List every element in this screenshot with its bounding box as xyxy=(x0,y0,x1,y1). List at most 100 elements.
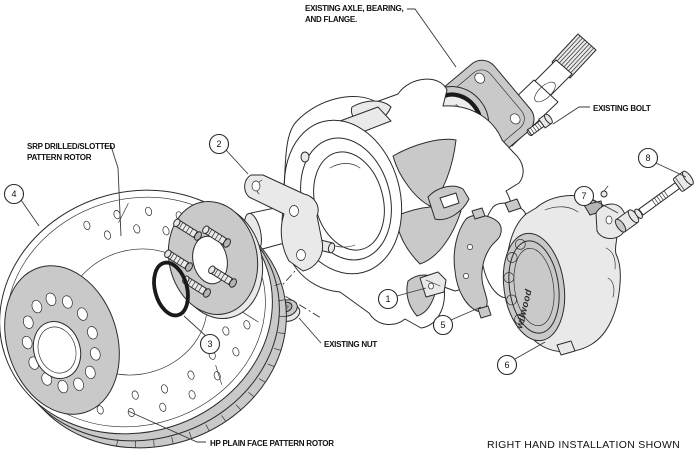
flange-hole xyxy=(474,72,485,84)
spline-line xyxy=(558,39,586,69)
leader-lines xyxy=(20,8,687,443)
balloon-6-number: 6 xyxy=(504,360,509,370)
hat-bolt-hole xyxy=(73,377,84,391)
wheel-stud xyxy=(173,218,203,241)
thread-line xyxy=(217,271,222,278)
thread-line xyxy=(194,283,199,290)
existing-bolt xyxy=(526,113,553,137)
label-right-hand-installation: RIGHT HAND INSTALLATION SHOWN xyxy=(487,439,680,451)
thread-line xyxy=(214,233,219,240)
label-existing-axle-line2: AND FLANGE. xyxy=(305,15,357,24)
balloon-4-number: 4 xyxy=(11,189,16,199)
drill-hole xyxy=(213,371,221,381)
pad-rivet xyxy=(467,244,473,250)
caliper-ear-hole xyxy=(605,215,613,225)
rim-tick xyxy=(188,431,192,439)
hat-bolt-hole xyxy=(77,307,88,321)
thread-line xyxy=(189,228,194,235)
label-hp-rotor: HP PLAIN FACE PATTERN ROTOR xyxy=(210,439,334,448)
caliper-rib xyxy=(605,247,616,270)
drill-hole xyxy=(222,326,230,336)
flange-hole xyxy=(509,113,521,125)
thread-line xyxy=(656,195,662,203)
spline-line xyxy=(562,43,590,73)
bracket-hole xyxy=(251,180,261,192)
leader-balloon-4 xyxy=(20,199,40,227)
caliper-bracket xyxy=(244,174,324,272)
rim-tick xyxy=(153,439,155,448)
hat-bolt-hole xyxy=(89,347,101,361)
bore-inner-line xyxy=(37,326,77,374)
thread-line xyxy=(169,253,175,260)
spline-line xyxy=(556,37,583,67)
journal-end-line xyxy=(534,81,556,103)
rim-tick xyxy=(274,283,282,286)
leader-balloon-3 xyxy=(183,315,208,338)
balloon-2-number: 2 xyxy=(216,139,221,149)
flange-adapter xyxy=(164,201,264,319)
rim-tick xyxy=(134,440,137,449)
lower-clevis xyxy=(419,271,447,298)
brake-pads xyxy=(453,198,528,319)
leader-balloon-5 xyxy=(450,306,482,321)
piston-lobe xyxy=(503,272,515,283)
clevis-line xyxy=(425,279,441,287)
thread-line xyxy=(651,199,657,206)
spline-line xyxy=(553,35,581,65)
thread-line xyxy=(211,231,216,238)
label-existing-bolt: EXISTING BOLT xyxy=(593,104,651,113)
thread-line xyxy=(654,197,659,204)
balloon-5-number: 5 xyxy=(440,320,445,330)
clevis-hole xyxy=(428,282,434,290)
rim-tick xyxy=(235,404,242,411)
hat-bolt-hole xyxy=(22,315,34,329)
drill-hole xyxy=(161,384,168,394)
bracket-hole xyxy=(289,205,299,217)
pad-tab xyxy=(504,198,522,213)
leader-nut-label xyxy=(298,317,322,344)
stud-end xyxy=(164,249,172,258)
rotor-slot xyxy=(215,365,223,385)
thread-line xyxy=(182,224,187,231)
mounting-bolt xyxy=(634,170,694,219)
label-existing-nut: EXISTING NUT xyxy=(324,340,377,349)
rim-tick xyxy=(248,392,255,398)
rim-tick xyxy=(277,299,286,302)
label-srp-rotor-line2: PATTERN ROTOR xyxy=(27,153,92,162)
drill-hole xyxy=(83,220,91,230)
balloon-1: 1 xyxy=(377,288,399,310)
spline-line xyxy=(567,47,595,77)
drill-hole xyxy=(131,390,139,400)
bolt-head-line xyxy=(674,176,685,191)
hat-bolt-hole xyxy=(62,295,73,309)
spacer-end xyxy=(614,218,627,233)
hat-bolt-hole xyxy=(84,365,96,380)
thread-line xyxy=(534,124,540,131)
drill-hole xyxy=(187,370,195,380)
balloon-3-number: 3 xyxy=(207,339,212,349)
caliper-bridge-line xyxy=(544,206,579,213)
leader-balloon-2 xyxy=(225,149,249,175)
stud-end xyxy=(208,265,216,274)
balloon-4: 4 xyxy=(3,183,25,205)
thread-line xyxy=(658,194,664,201)
upper-clevis xyxy=(427,185,470,221)
stud-end xyxy=(202,225,210,234)
balloon-5: 5 xyxy=(432,314,454,336)
caliper-lobes xyxy=(503,238,526,325)
leader-srp-label xyxy=(104,145,122,237)
piston-lobe xyxy=(506,294,517,306)
drill-hole xyxy=(162,226,170,236)
balloon-7-number: 7 xyxy=(581,191,586,201)
pad-inner xyxy=(453,214,502,312)
thread-line xyxy=(176,257,181,264)
thread-line xyxy=(663,190,669,197)
bolt-head-cap xyxy=(682,170,694,186)
wheel-stud xyxy=(202,225,232,248)
balloon-7: 7 xyxy=(573,185,595,207)
drill-hole xyxy=(133,224,141,234)
leader-balloon-7 xyxy=(591,198,619,214)
rim-tick xyxy=(116,438,119,447)
rim-tick xyxy=(273,348,282,351)
